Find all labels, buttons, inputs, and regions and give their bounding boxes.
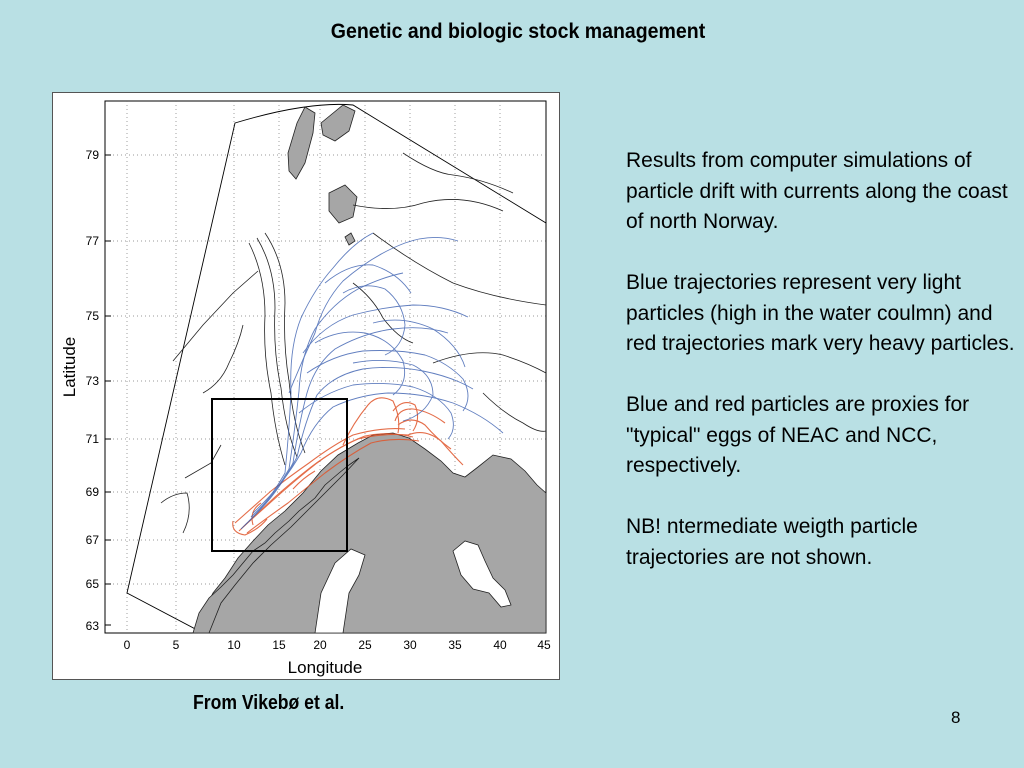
land-norway-coast bbox=[192, 457, 360, 634]
y-tick-label: 73 bbox=[86, 374, 100, 388]
gulf-of-bothnia bbox=[314, 548, 366, 634]
x-tick-label: 35 bbox=[448, 638, 462, 652]
figure-caption: From Vikebø et al. bbox=[193, 692, 345, 714]
study-area-box bbox=[211, 398, 348, 552]
bathymetry-contours bbox=[160, 152, 547, 534]
y-axis-label: Latitude bbox=[60, 337, 79, 398]
x-tick-label: 5 bbox=[173, 638, 180, 652]
x-axis-ticks: 0 5 10 15 20 25 30 35 40 45 bbox=[124, 638, 551, 652]
x-tick-label: 0 bbox=[124, 638, 131, 652]
body-paragraph: NB! ntermediate weigth particle trajecto… bbox=[626, 515, 918, 569]
x-tick-label: 40 bbox=[493, 638, 507, 652]
model-domain-outline bbox=[126, 103, 547, 634]
y-tick-label: 71 bbox=[86, 432, 100, 446]
white-sea bbox=[452, 540, 512, 608]
y-tick-label: 69 bbox=[86, 485, 100, 499]
body-paragraph: Results from computer simulations of par… bbox=[626, 149, 1008, 233]
x-tick-label: 10 bbox=[227, 638, 241, 652]
x-axis-label: Longitude bbox=[288, 658, 363, 677]
y-tick-label: 75 bbox=[86, 309, 100, 323]
map-plot: 79 77 75 73 71 69 67 65 63 0 5 10 15 20 … bbox=[60, 100, 551, 677]
land-scandinavia bbox=[197, 432, 547, 634]
slide-body-text: Results from computer simulations of par… bbox=[626, 146, 1024, 604]
trajectory-map-figure: 79 77 75 73 71 69 67 65 63 0 5 10 15 20 … bbox=[52, 92, 560, 680]
y-tick-label: 77 bbox=[86, 234, 100, 248]
x-tick-label: 45 bbox=[537, 638, 551, 652]
x-tick-label: 20 bbox=[313, 638, 327, 652]
y-tick-label: 65 bbox=[86, 577, 100, 591]
land-bjornoya bbox=[344, 232, 356, 246]
y-tick-label: 79 bbox=[86, 148, 100, 162]
x-tick-label: 30 bbox=[403, 638, 417, 652]
slide-number: 8 bbox=[951, 708, 961, 727]
land-svalbard bbox=[287, 104, 356, 180]
light-particle-trajectories bbox=[240, 232, 504, 530]
heavy-particle-trajectories bbox=[232, 397, 464, 536]
x-tick-label: 25 bbox=[358, 638, 372, 652]
body-paragraph: Blue trajectories represent very light p… bbox=[626, 271, 1015, 355]
body-paragraph: Blue and red particles are proxies for "… bbox=[626, 393, 970, 477]
y-tick-label: 63 bbox=[86, 619, 100, 633]
land-kong-karls bbox=[328, 184, 358, 224]
slide-title: Genetic and biologic stock management bbox=[330, 20, 706, 43]
y-tick-label: 67 bbox=[86, 533, 100, 547]
y-axis-ticks: 79 77 75 73 71 69 67 65 63 bbox=[86, 148, 111, 633]
x-tick-label: 15 bbox=[272, 638, 286, 652]
